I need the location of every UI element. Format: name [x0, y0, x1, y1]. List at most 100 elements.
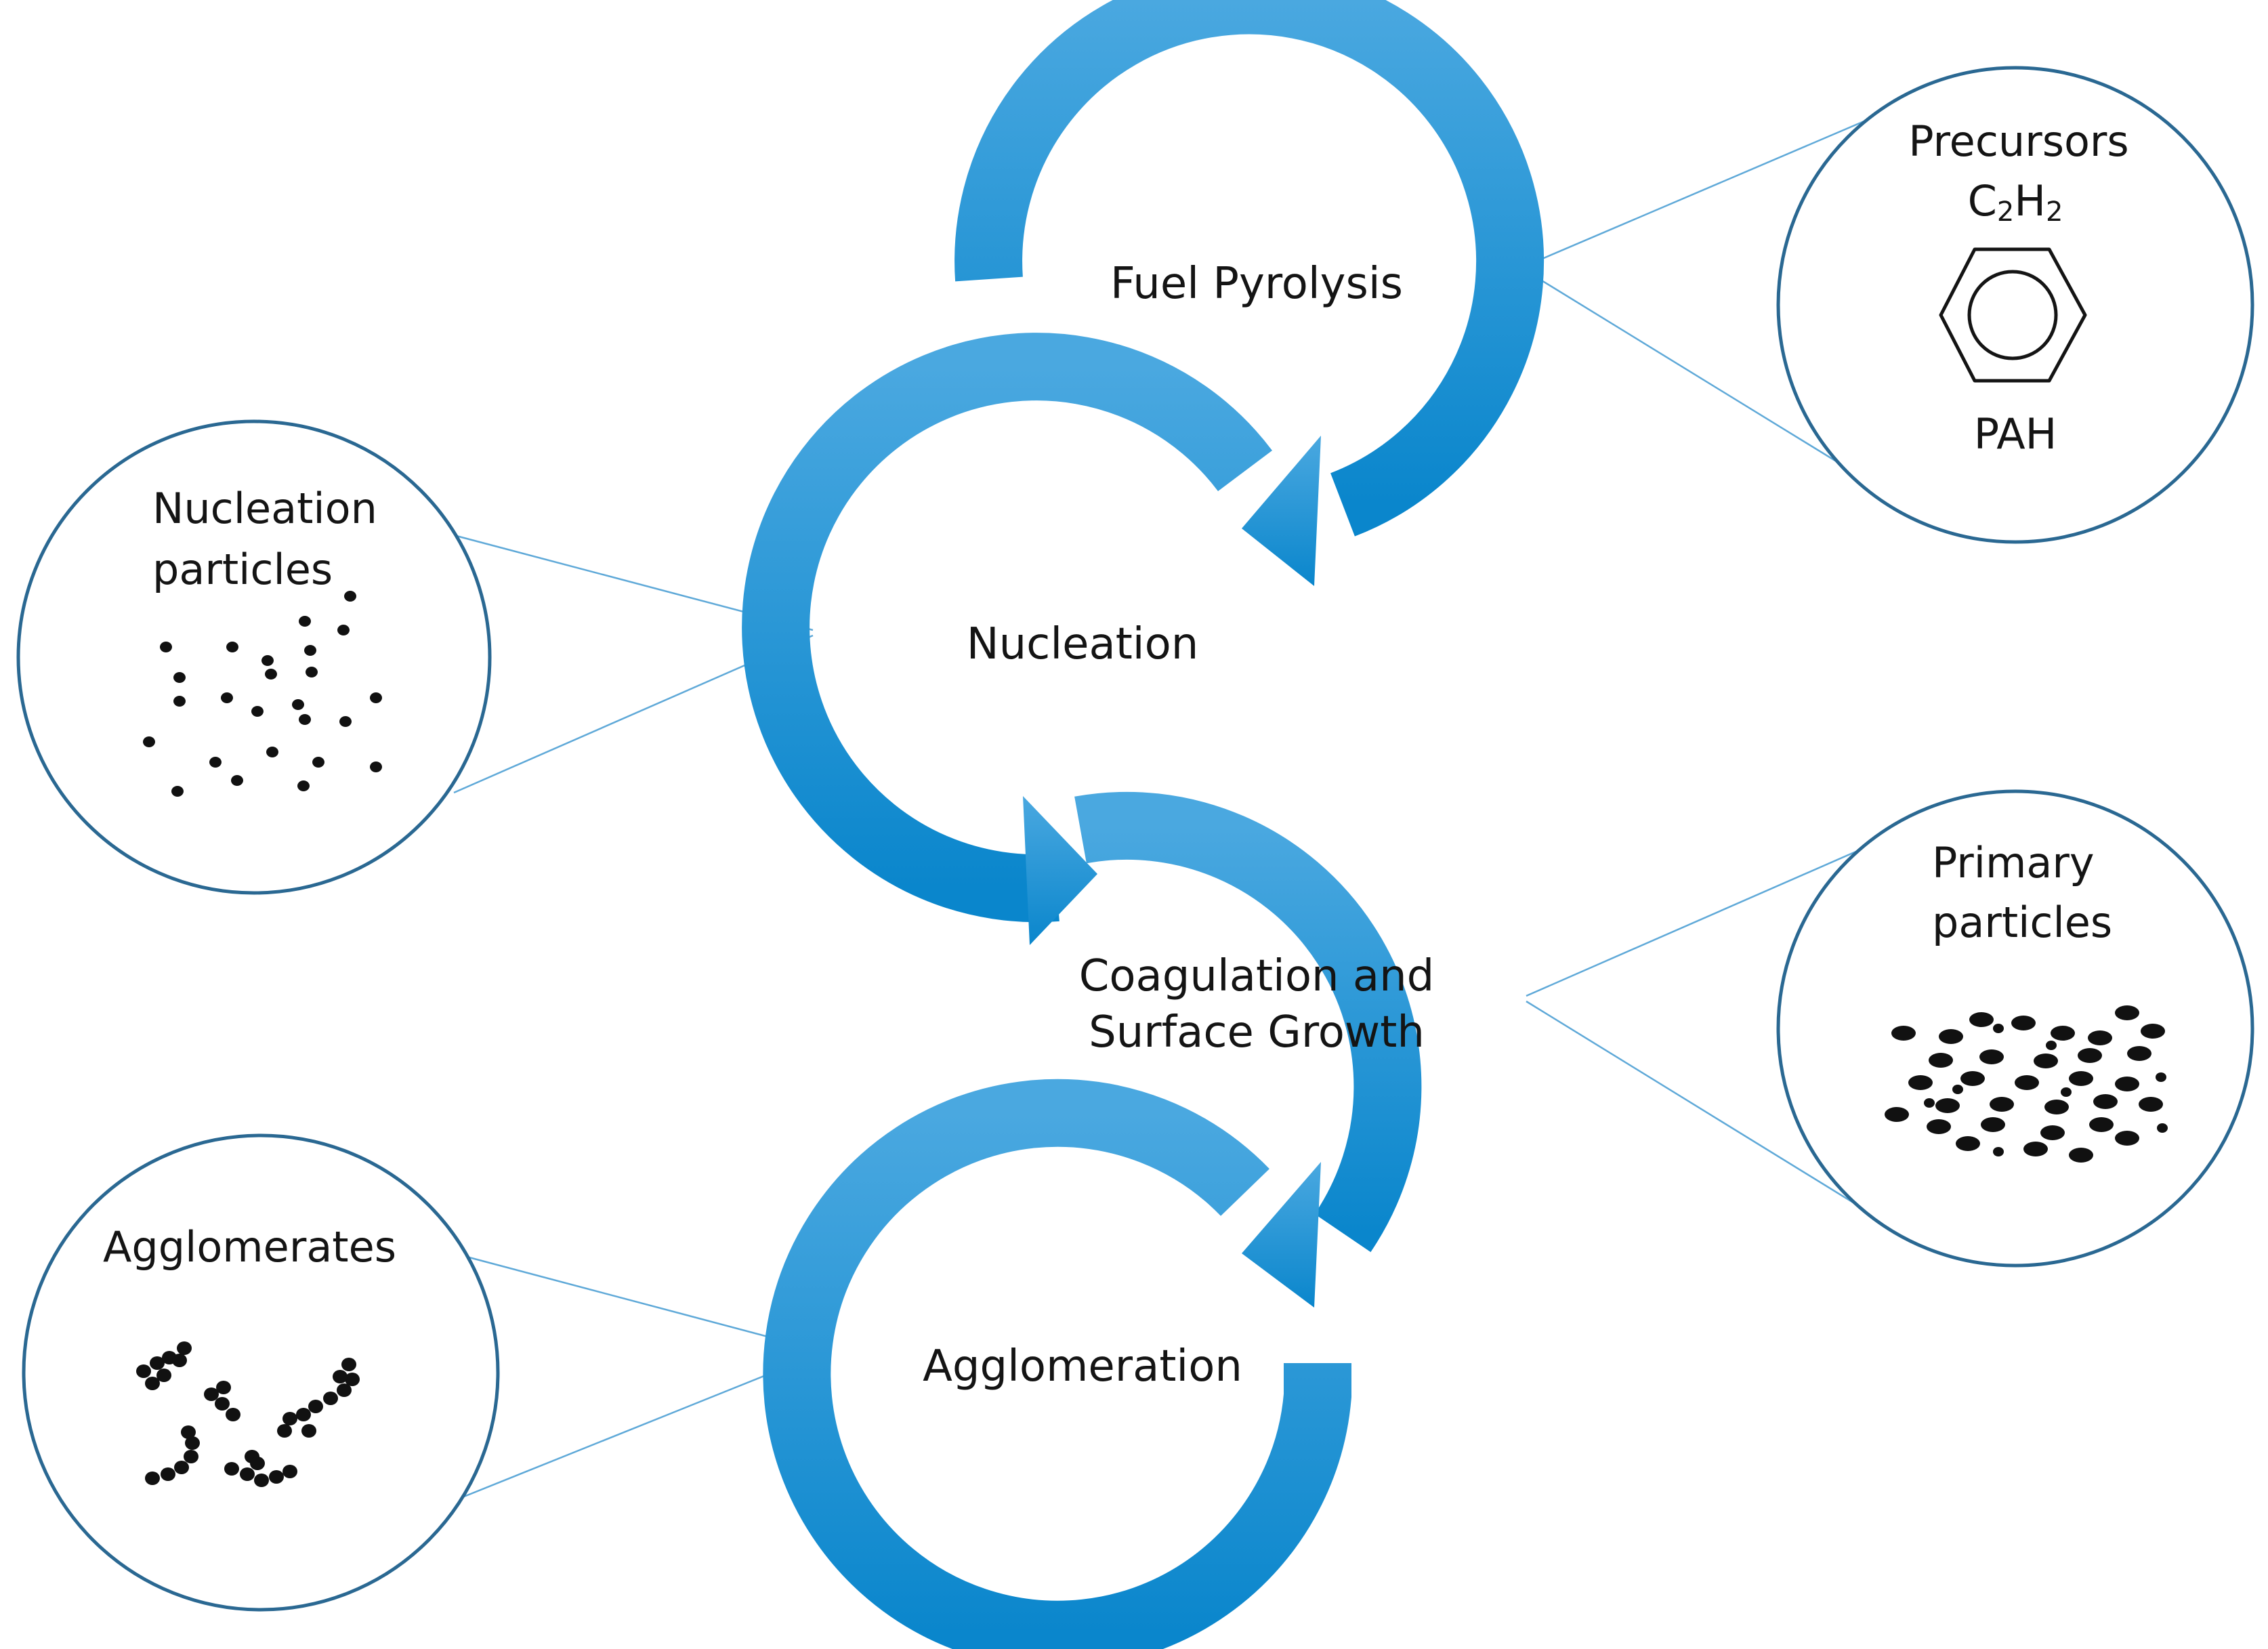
primary-particle	[2115, 1077, 2139, 1091]
nucleation-particle	[312, 757, 324, 768]
callout-precursors: Precursors C2H2 PAH	[1776, 66, 2254, 544]
nucleation-particle	[143, 736, 155, 747]
agglomerate-particle	[177, 1341, 192, 1355]
primary-particle	[2069, 1148, 2093, 1163]
nucleation-particle	[171, 786, 184, 797]
cycle-arrows	[742, 0, 1545, 1649]
agglomerate-particle	[333, 1370, 348, 1383]
agglomerate-particle	[174, 1461, 189, 1474]
primary-particle	[1927, 1119, 1951, 1134]
primary-particle	[2051, 1026, 2075, 1041]
nucleation-particle	[265, 669, 277, 680]
nucleation-particle	[266, 747, 278, 757]
arrow-coagulation	[1074, 791, 1422, 1308]
agglomerate-particle	[282, 1465, 297, 1478]
primary-particle	[1981, 1117, 2005, 1132]
primary-particle	[2141, 1024, 2165, 1039]
primary-particle	[2044, 1100, 2069, 1114]
nucleation-particle	[231, 775, 243, 786]
primary-particle	[1908, 1075, 1933, 1090]
agglomerate-particle	[240, 1467, 255, 1481]
primary-particles-line2: particles	[1932, 898, 2112, 947]
nucleation-particles-line1: Nucleation	[152, 484, 377, 533]
stage-label-agglomeration: Agglomeration	[923, 1341, 1242, 1392]
callout-primary-particles: Primary particles	[1776, 789, 2254, 1268]
leader-agglomerates-top	[453, 1252, 817, 1351]
primary-particle	[2115, 1131, 2139, 1146]
benzene-ring-icon	[1939, 247, 2087, 383]
agglomerate-particle	[161, 1467, 175, 1481]
arrow-fuel-pyrolysis	[954, 0, 1545, 586]
nucleation-particle	[173, 696, 186, 707]
primary-particle	[1891, 1026, 1916, 1041]
agglomerate-particle	[323, 1392, 338, 1405]
primary-particle	[2078, 1048, 2102, 1063]
nucleation-particle	[306, 667, 318, 677]
stage-label-fuel-pyrolysis: Fuel Pyrolysis	[1110, 259, 1403, 309]
primary-particle-small	[1924, 1098, 1935, 1108]
leader-precursors-top	[1526, 102, 1908, 267]
primary-particle	[2127, 1046, 2151, 1061]
nucleation-particle	[370, 761, 382, 772]
callout-circle-nucleation	[16, 419, 492, 895]
precursors-title: Precursors	[1908, 117, 2128, 166]
nucleation-particle	[344, 591, 356, 602]
nucleation-particle	[251, 706, 264, 717]
agglomerate-particle	[216, 1381, 231, 1394]
nucleation-particle	[160, 642, 172, 652]
primary-particle-small	[2046, 1041, 2057, 1050]
primary-particle-cluster	[1885, 1005, 2168, 1163]
nucleation-particles-line2: particles	[152, 545, 333, 594]
primary-particle	[1935, 1098, 1960, 1113]
nucleation-particle	[304, 645, 316, 656]
primary-particle	[2139, 1097, 2163, 1112]
nucleation-particle	[370, 692, 382, 703]
nucleation-particle	[299, 616, 311, 627]
agglomerate-particle	[136, 1364, 151, 1378]
primary-particle	[1990, 1097, 2014, 1112]
agglomerate-particle	[224, 1462, 239, 1476]
agglomerate-chains	[136, 1341, 360, 1487]
primary-particle-small	[1993, 1147, 2004, 1156]
agglomerate-particle	[254, 1474, 269, 1487]
primary-particles-line1: Primary	[1932, 838, 2095, 888]
nucleation-particle	[337, 625, 350, 635]
leader-primary-top	[1526, 835, 1891, 997]
agglomerate-particle	[226, 1408, 240, 1421]
agglomerate-particle	[181, 1425, 196, 1439]
primary-particle	[1956, 1136, 1980, 1151]
nucleation-particle	[209, 757, 222, 768]
primary-particle-small	[2157, 1123, 2168, 1133]
stage-label-coagulation-line1: Coagulation and	[1079, 951, 1435, 1001]
agglomerate-particle	[250, 1457, 265, 1470]
agglomerate-particle	[215, 1397, 230, 1411]
nucleation-particle	[299, 714, 311, 725]
leader-primary-bottom	[1526, 1000, 1870, 1214]
primary-particle	[1979, 1049, 2004, 1064]
primary-particle	[1939, 1029, 1963, 1044]
primary-particle	[1969, 1012, 1994, 1027]
primary-particle-small	[1952, 1085, 1963, 1094]
primary-particle	[2034, 1053, 2058, 1068]
callout-nucleation-particles: Nucleation particles	[16, 419, 492, 895]
nucleation-particle	[173, 672, 186, 683]
nucleation-particle	[297, 780, 310, 791]
agglomerate-particle	[296, 1408, 311, 1421]
primary-particle	[2115, 1005, 2139, 1020]
agglomerate-particle	[145, 1377, 160, 1390]
callout-circle-precursors	[1776, 66, 2254, 544]
arrow-agglomeration	[763, 1079, 1351, 1649]
nucleation-particle	[226, 642, 238, 652]
agglomerate-particle	[184, 1450, 198, 1463]
agglomerate-particle	[172, 1354, 187, 1367]
agglomerate-particle	[282, 1412, 297, 1425]
agglomerate-particle	[185, 1436, 200, 1450]
primary-particle	[2023, 1142, 2048, 1156]
primary-particle	[2015, 1075, 2039, 1090]
primary-particle	[1960, 1071, 1985, 1086]
nucleation-particle	[292, 699, 304, 710]
nucleation-particle-cluster	[143, 591, 382, 797]
agglomerate-particle	[308, 1400, 323, 1413]
arrow-nucleation	[742, 333, 1272, 945]
